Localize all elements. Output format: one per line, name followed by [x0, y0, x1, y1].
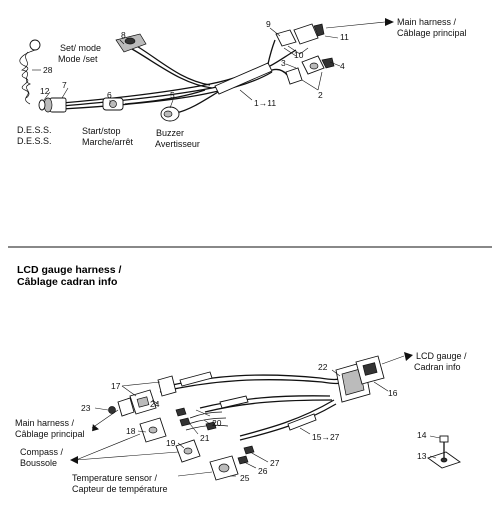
callout-13: 13 — [417, 451, 427, 461]
callout-2: 2 — [318, 90, 323, 100]
callout-11-top: 11 — [340, 32, 349, 42]
label-main-harness-en-bottom: Main harness / — [15, 418, 75, 428]
label-dess-fr: D.E.S.S. — [17, 136, 52, 146]
temperature-sensor-connector — [209, 445, 255, 481]
label-start-stop-fr: Marche/arrêt — [82, 137, 134, 147]
section-title-en: LCD gauge harness / — [17, 264, 122, 276]
set-mode-switch — [115, 33, 147, 53]
callout-26: 26 — [258, 466, 268, 476]
label-compass-en: Compass / — [20, 447, 64, 457]
label-temp-sensor-en: Temperature sensor / — [72, 473, 158, 483]
callout-9: 9 — [266, 19, 271, 29]
label-main-harness-fr-top: Câblage principal — [397, 28, 467, 38]
label-lcd-gauge-fr: Cadran info — [414, 362, 461, 372]
start-stop-switch — [102, 97, 124, 111]
callout-17: 17 — [111, 381, 121, 391]
label-buzzer-en: Buzzer — [156, 128, 184, 138]
buzzer — [160, 106, 180, 122]
dess-post — [38, 97, 67, 113]
callout-6: 6 — [107, 90, 112, 100]
callout-12: 12 — [40, 86, 50, 96]
callout-8: 8 — [121, 30, 126, 40]
label-buzzer-fr: Avertisseur — [155, 139, 200, 149]
label-dess-en: D.E.S.S. — [17, 125, 52, 135]
callout-23: 23 — [81, 403, 91, 413]
callout-28: 28 — [43, 65, 53, 75]
callout-10: 10 — [294, 50, 304, 60]
label-compass-fr: Boussole — [20, 458, 57, 468]
callout-22: 22 — [318, 362, 328, 372]
lcd-harness — [159, 371, 347, 441]
connector-2 — [285, 67, 303, 85]
callout-3: 3 — [281, 58, 286, 68]
main-harness-connectors — [275, 23, 325, 57]
lcd-gauge-connector — [335, 355, 385, 403]
callout-15-27: 15→27 — [312, 432, 340, 442]
top-leader-lines — [32, 18, 394, 109]
dess-coil-cord — [19, 39, 41, 105]
callout-5: 5 — [170, 90, 175, 100]
label-lcd-gauge-en: LCD gauge / — [416, 351, 467, 361]
callout-20: 20 — [212, 418, 222, 428]
callout-16: 16 — [388, 388, 398, 398]
callout-7: 7 — [62, 80, 67, 90]
connector-3-4 — [301, 55, 335, 75]
callout-27: 27 — [270, 458, 280, 468]
label-temp-sensor-fr: Capteur de température — [72, 484, 168, 494]
label-main-harness-fr-bottom: Câblage principal — [15, 429, 85, 439]
callout-19: 19 — [166, 438, 176, 448]
left-connectors — [108, 375, 217, 463]
label-start-stop-en: Start/stop — [82, 126, 121, 136]
callout-21: 21 — [200, 433, 210, 443]
section-title-fr: Câblage cadran info — [17, 276, 117, 288]
label-set-mode-fr: Mode /set — [58, 54, 98, 64]
callout-1-11: 1→11 — [254, 98, 276, 108]
lower-leader-lines — [70, 352, 441, 477]
callout-4: 4 — [340, 61, 345, 71]
callout-14: 14 — [417, 430, 427, 440]
mounting-pad-and-screw — [427, 435, 461, 469]
callout-24: 24 — [150, 399, 160, 409]
label-main-harness-en-top: Main harness / — [397, 17, 457, 27]
callout-25: 25 — [240, 473, 250, 483]
callout-18: 18 — [126, 426, 136, 436]
label-set-mode-en: Set/ mode — [60, 43, 101, 53]
